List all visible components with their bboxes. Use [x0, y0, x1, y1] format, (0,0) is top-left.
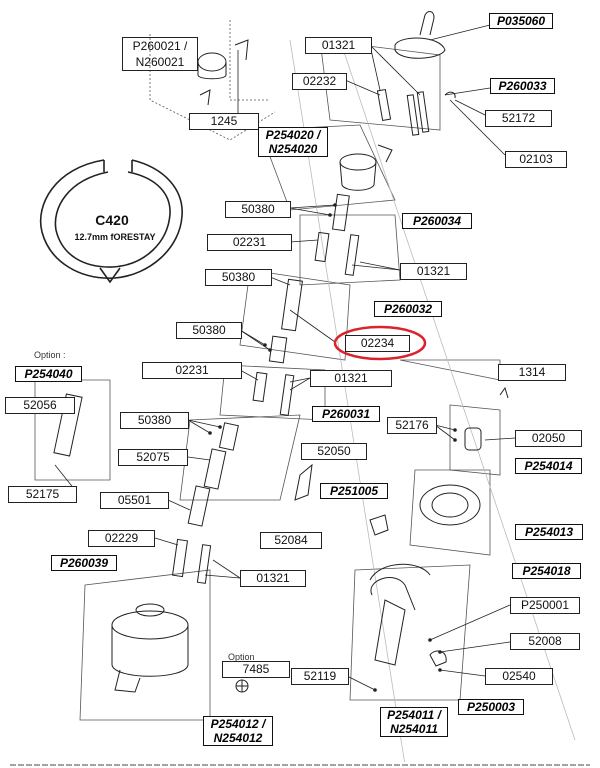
label-02540: 02540: [485, 668, 553, 685]
leader-dots: [208, 203, 457, 692]
label-p254013: P254013: [515, 524, 583, 540]
label-p254018: P254018: [512, 563, 581, 579]
label-52172: 52172: [485, 110, 552, 127]
label-p254040: P254040: [15, 366, 82, 382]
leader-lines: [54, 24, 516, 691]
c420-profile: [39, 159, 183, 284]
option-top-label: Option :: [34, 350, 66, 360]
label-p260032: P260032: [374, 301, 442, 317]
label-1245: 1245: [189, 113, 259, 130]
label-52056: 52056: [5, 397, 75, 414]
option-bottom-label: Option: [228, 652, 255, 662]
label-02231-b: 02231: [142, 362, 242, 379]
label-p254012: P254012 / N254012: [203, 716, 273, 746]
label-01321-b: 01321: [400, 263, 467, 280]
label-p260039: P260039: [51, 555, 117, 571]
label-p260031: P260031: [312, 406, 380, 422]
label-02231-a: 02231: [207, 234, 292, 251]
label-02229: 02229: [88, 530, 155, 547]
label-02232: 02232: [292, 73, 347, 90]
label-01321-top: 01321: [305, 37, 372, 54]
label-52075: 52075: [118, 449, 188, 466]
part-p260021: [197, 39, 249, 106]
label-52119: 52119: [291, 668, 349, 685]
highlight-ellipse: [333, 325, 427, 361]
label-52050: 52050: [301, 443, 367, 460]
part-p254020: [339, 144, 393, 191]
label-02234-highlighted: 02234: [345, 335, 410, 352]
label-52175: 52175: [8, 486, 77, 503]
part-7485: [235, 679, 249, 693]
label-p254011: P254011 / N254011: [380, 707, 448, 737]
section-title: C420: [95, 212, 129, 228]
drum-p254012: [111, 603, 189, 693]
label-50380-a: 50380: [225, 201, 291, 218]
section-subtitle: 12.7mm fORESTAY: [74, 232, 156, 242]
label-52084: 52084: [260, 532, 322, 549]
rods-top: [376, 88, 456, 136]
label-50380-b: 50380: [205, 269, 272, 286]
label-p260034: P260034: [402, 213, 472, 229]
label-1314: 1314: [498, 364, 566, 381]
label-50380-c: 50380: [176, 322, 242, 339]
label-02050: 02050: [515, 430, 582, 447]
label-p035060: P035060: [489, 13, 553, 29]
label-01321-c: 01321: [310, 370, 392, 387]
label-7485: 7485: [222, 661, 290, 678]
tubes: [53, 193, 360, 584]
label-p251005: P251005: [320, 483, 388, 499]
label-p250003: P250003: [458, 699, 524, 715]
assembly-outlines: [34, 20, 576, 766]
part-p035060: [394, 11, 446, 59]
label-50380-d: 50380: [120, 412, 189, 429]
right-side-parts: [294, 386, 509, 667]
label-05501: 05501: [100, 492, 169, 509]
label-02103: 02103: [505, 151, 567, 168]
label-01321-d: 01321: [240, 570, 306, 587]
label-52008: 52008: [510, 633, 580, 650]
label-52176: 52176: [387, 417, 437, 434]
label-p254014: P254014: [515, 458, 582, 474]
label-p260033: P260033: [490, 78, 555, 94]
label-p260021: P260021 / N260021: [122, 37, 198, 71]
label-p250001: P250001: [510, 597, 580, 614]
label-p254020: P254020 / N254020: [258, 127, 328, 157]
